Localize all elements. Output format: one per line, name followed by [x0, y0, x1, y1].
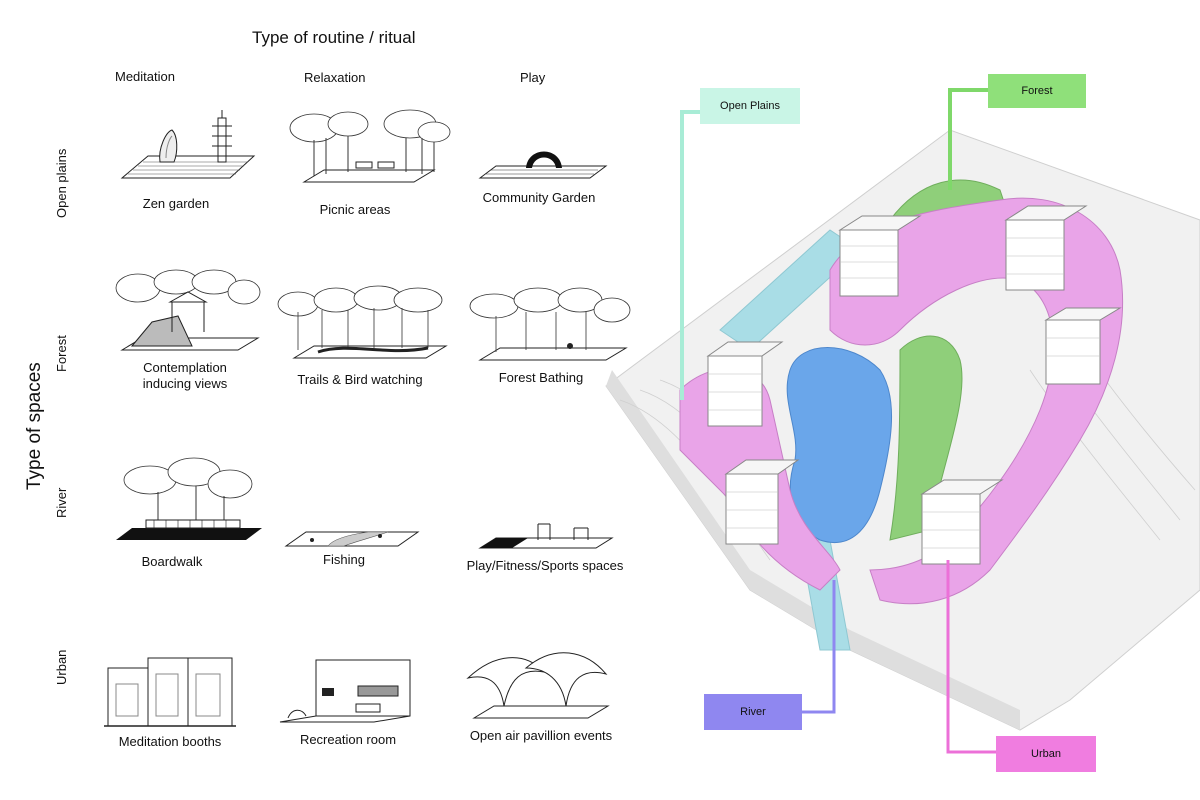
- legend-open-plains-label: Open Plains: [720, 100, 780, 112]
- leader-river: [802, 580, 834, 712]
- legend-forest: Forest: [988, 74, 1086, 108]
- legend-river: River: [704, 694, 802, 730]
- legend-river-label: River: [740, 706, 766, 718]
- legend-open-plains: Open Plains: [700, 88, 800, 124]
- leader-open-plains: [682, 112, 700, 400]
- leader-urban: [948, 560, 996, 752]
- legend-urban-label: Urban: [1031, 748, 1061, 760]
- legend-forest-label: Forest: [1021, 85, 1052, 97]
- leader-forest: [950, 90, 988, 190]
- legend-urban: Urban: [996, 736, 1096, 772]
